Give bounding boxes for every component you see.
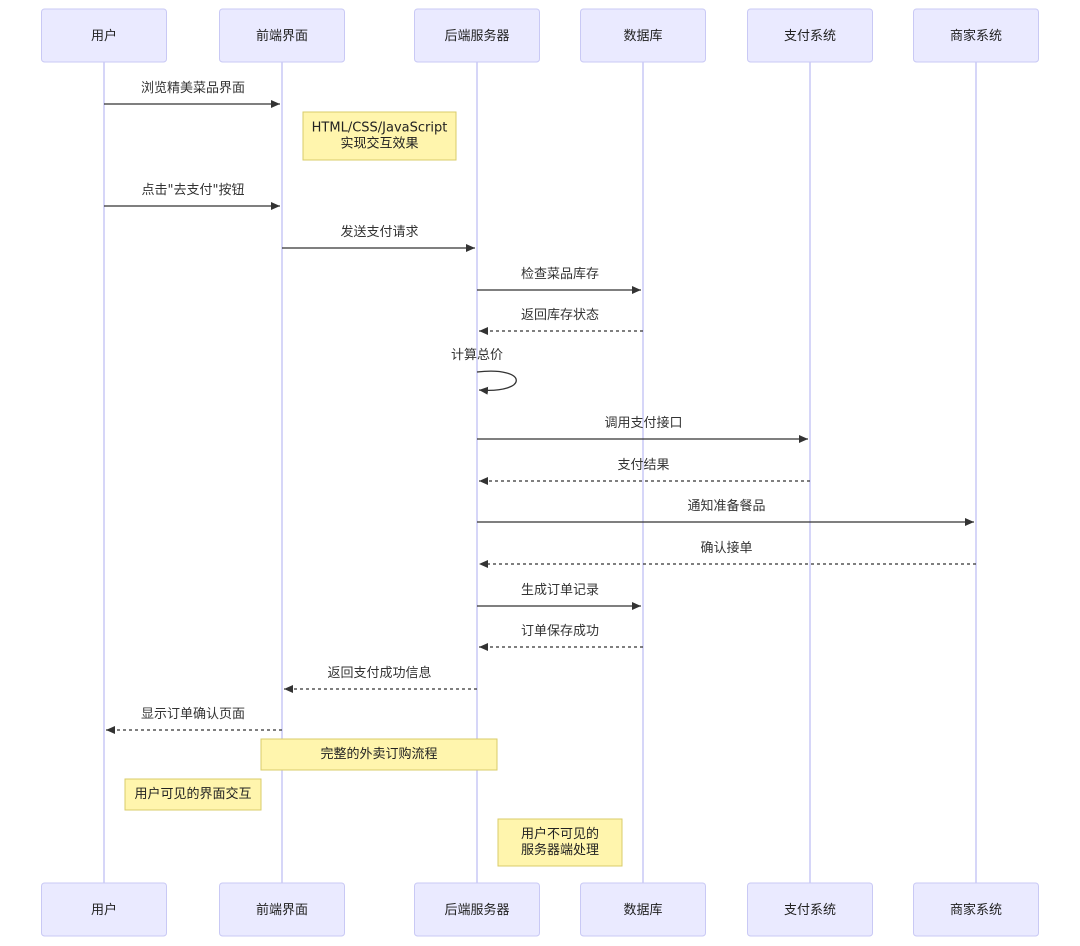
message-5: 返回库存状态	[479, 307, 643, 335]
participant-label: 前端界面	[256, 28, 308, 44]
message-label: 调用支付接口	[604, 415, 682, 431]
participant-pay-bottom: 支付系统	[747, 882, 873, 937]
message-label: 订单保存成功	[521, 624, 599, 639]
participant-box	[580, 882, 706, 937]
participant-box	[414, 8, 540, 63]
participant-box	[219, 882, 345, 937]
participant-frontend-bottom: 前端界面	[219, 882, 345, 937]
note-box	[260, 738, 498, 771]
participant-box	[747, 882, 873, 937]
message-9: 通知准备餐品	[477, 498, 974, 526]
participant-label: 前端界面	[256, 902, 308, 918]
note-box	[302, 111, 457, 161]
participant-merchant-top: 商家系统	[913, 8, 1039, 63]
participant-user-top: 用户	[41, 8, 167, 63]
note-text: 用户可见的界面交互	[134, 786, 251, 802]
message-label: 检查菜品库存	[521, 266, 599, 282]
message-13: 返回支付成功信息	[284, 665, 477, 693]
message-label: 浏览精美菜品界面	[141, 80, 245, 96]
message-2: 点击"去支付"按钮	[104, 183, 280, 210]
message-label: 通知准备餐品	[687, 498, 765, 514]
note-3: 用户可见的界面交互	[124, 778, 262, 811]
participant-label: 数据库	[623, 28, 662, 44]
participant-backend-top: 后端服务器	[414, 8, 540, 63]
message-label: 发送支付请求	[340, 224, 418, 240]
message-8: 支付结果	[479, 458, 810, 485]
participant-label: 用户	[91, 28, 117, 44]
message-10: 确认接单	[479, 540, 976, 568]
note-text: HTML/CSS/JavaScript	[312, 121, 448, 136]
message-1: 浏览精美菜品界面	[104, 80, 280, 108]
message-12: 订单保存成功	[479, 624, 643, 651]
participant-box	[913, 8, 1039, 63]
participant-backend-bottom: 后端服务器	[414, 882, 540, 937]
participant-box	[414, 882, 540, 937]
message-label: 显示订单确认页面	[141, 707, 245, 722]
participant-db-top: 数据库	[580, 8, 706, 63]
message-label: 支付结果	[617, 458, 669, 473]
participant-frontend-top: 前端界面	[219, 8, 345, 63]
participant-box	[747, 8, 873, 63]
message-14: 显示订单确认页面	[106, 707, 282, 734]
participant-label: 用户	[91, 902, 117, 918]
message-label: 点击"去支付"按钮	[142, 183, 245, 198]
message-label: 返回支付成功信息	[327, 665, 431, 681]
participant-label: 后端服务器	[444, 902, 509, 918]
note-text: 完整的外卖订购流程	[320, 746, 437, 762]
participant-box	[41, 882, 167, 937]
participant-label: 商家系统	[950, 902, 1002, 918]
note-text: 实现交互效果	[340, 136, 418, 152]
message-3: 发送支付请求	[282, 224, 475, 252]
message-6: 计算总价	[451, 348, 517, 395]
participant-label: 支付系统	[784, 903, 836, 918]
message-11: 生成订单记录	[477, 583, 641, 610]
participant-merchant-bottom: 商家系统	[913, 882, 1039, 937]
message-label: 计算总价	[451, 348, 503, 363]
participant-box	[913, 882, 1039, 937]
participant-box	[41, 8, 167, 63]
message-7: 调用支付接口	[477, 415, 808, 443]
participant-label: 支付系统	[784, 29, 836, 44]
message-label: 生成订单记录	[521, 583, 599, 598]
participant-db-bottom: 数据库	[580, 882, 706, 937]
participant-label: 商家系统	[950, 28, 1002, 44]
message-4: 检查菜品库存	[477, 266, 641, 294]
note-text: 服务器端处理	[521, 842, 599, 858]
participant-pay-top: 支付系统	[747, 8, 873, 63]
note-text: 用户不可见的	[521, 826, 599, 842]
note-2: 完整的外卖订购流程	[260, 738, 498, 771]
participant-label: 数据库	[623, 902, 662, 918]
message-label: 返回库存状态	[521, 307, 599, 323]
participant-box	[219, 8, 345, 63]
note-box	[497, 818, 623, 867]
participant-user-bottom: 用户	[41, 882, 167, 937]
message-label: 确认接单	[700, 540, 752, 556]
participant-box	[580, 8, 706, 63]
self-message-arrow	[476, 370, 517, 395]
note-box	[124, 778, 262, 811]
participant-label: 后端服务器	[444, 28, 509, 44]
